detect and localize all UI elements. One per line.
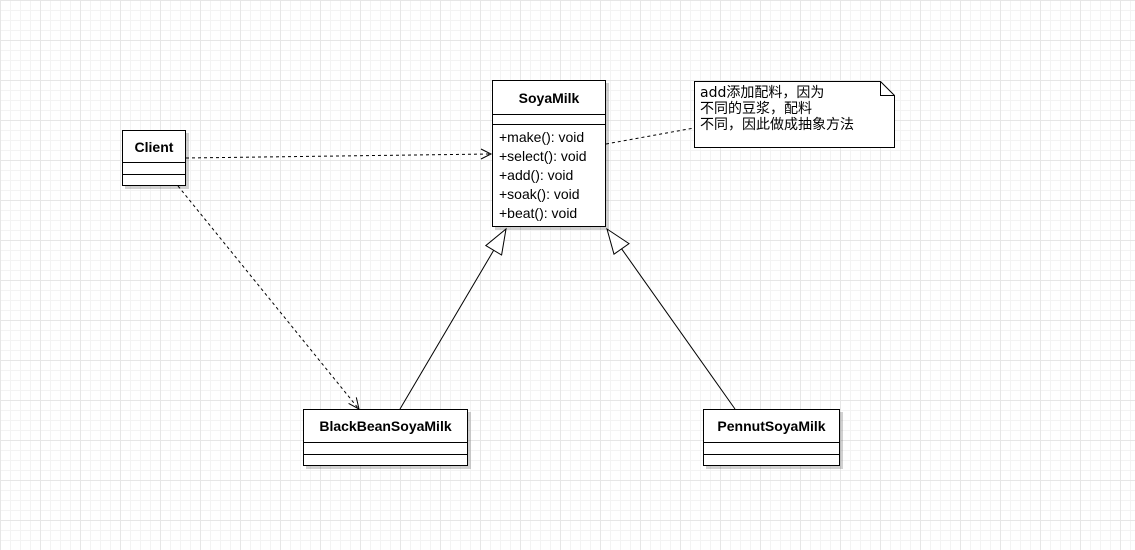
class-soyamilk[interactable]: SoyaMilk +make(): void +select(): void +… [492,80,606,227]
operation: +select(): void [499,148,587,164]
operation: +add(): void [499,167,574,183]
class-client[interactable]: Client [122,130,186,186]
operation: +beat(): void [499,205,578,221]
note[interactable]: add添加配料，因为 不同的豆浆，配料 不同，因此做成抽象方法 [694,81,895,148]
attributes-compartment [493,115,605,125]
generalization-blackbean-soyamilk [399,227,507,410]
class-name: BlackBeanSoyaMilk [304,410,467,443]
note-shape [694,81,895,148]
note-anchor-line [605,127,695,145]
note-line: add添加配料，因为 [700,85,825,101]
attributes-compartment [704,443,839,455]
class-name: PennutSoyaMilk [704,410,839,443]
operation: +soak(): void [499,186,580,202]
generalization-pennut-soyamilk [606,227,736,410]
operation: +make(): void [499,129,585,145]
dependency-client-blackbean [177,185,360,410]
attributes-compartment [304,443,467,455]
dependency-client-soyamilk [185,148,493,160]
class-name: SoyaMilk [493,81,605,115]
class-pennutsoyamilk[interactable]: PennutSoyaMilk [703,409,840,466]
operations-compartment: +make(): void +select(): void +add(): vo… [493,125,605,223]
class-blackbeansoyamilk[interactable]: BlackBeanSoyaMilk [303,409,468,466]
attributes-compartment [123,163,185,175]
note-line: 不同的豆浆，配料 [700,101,812,117]
class-name: Client [123,131,185,163]
note-text: add添加配料，因为 不同的豆浆，配料 不同，因此做成抽象方法 [700,85,854,133]
note-line: 不同，因此做成抽象方法 [700,117,854,133]
